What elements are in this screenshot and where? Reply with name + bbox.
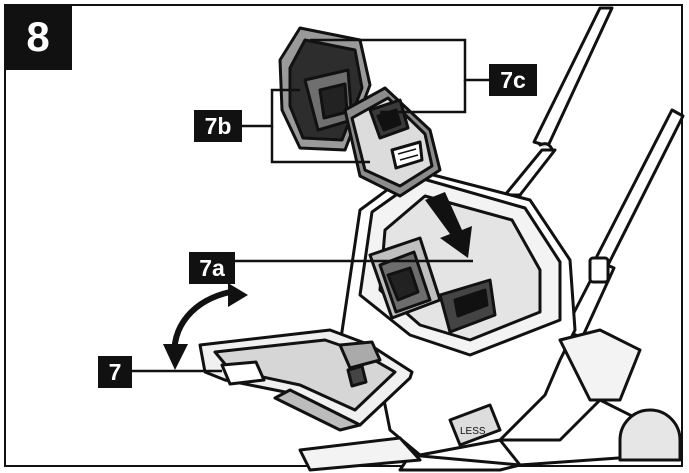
callout-label-7: 7 [98,356,132,388]
step-number: 8 [4,4,72,70]
battery-cover [198,328,414,432]
rotate-arrow [163,283,248,370]
battery-slot [368,236,497,334]
callout-label-7c: 7c [489,64,537,96]
leader-lines [132,38,489,373]
callout-label-7b: 7b [194,110,242,142]
battery-packs [278,26,442,198]
svg-text:LESS: LESS [460,426,486,437]
insert-arrow [425,192,472,258]
callout-label-7a: 7a [189,252,235,284]
